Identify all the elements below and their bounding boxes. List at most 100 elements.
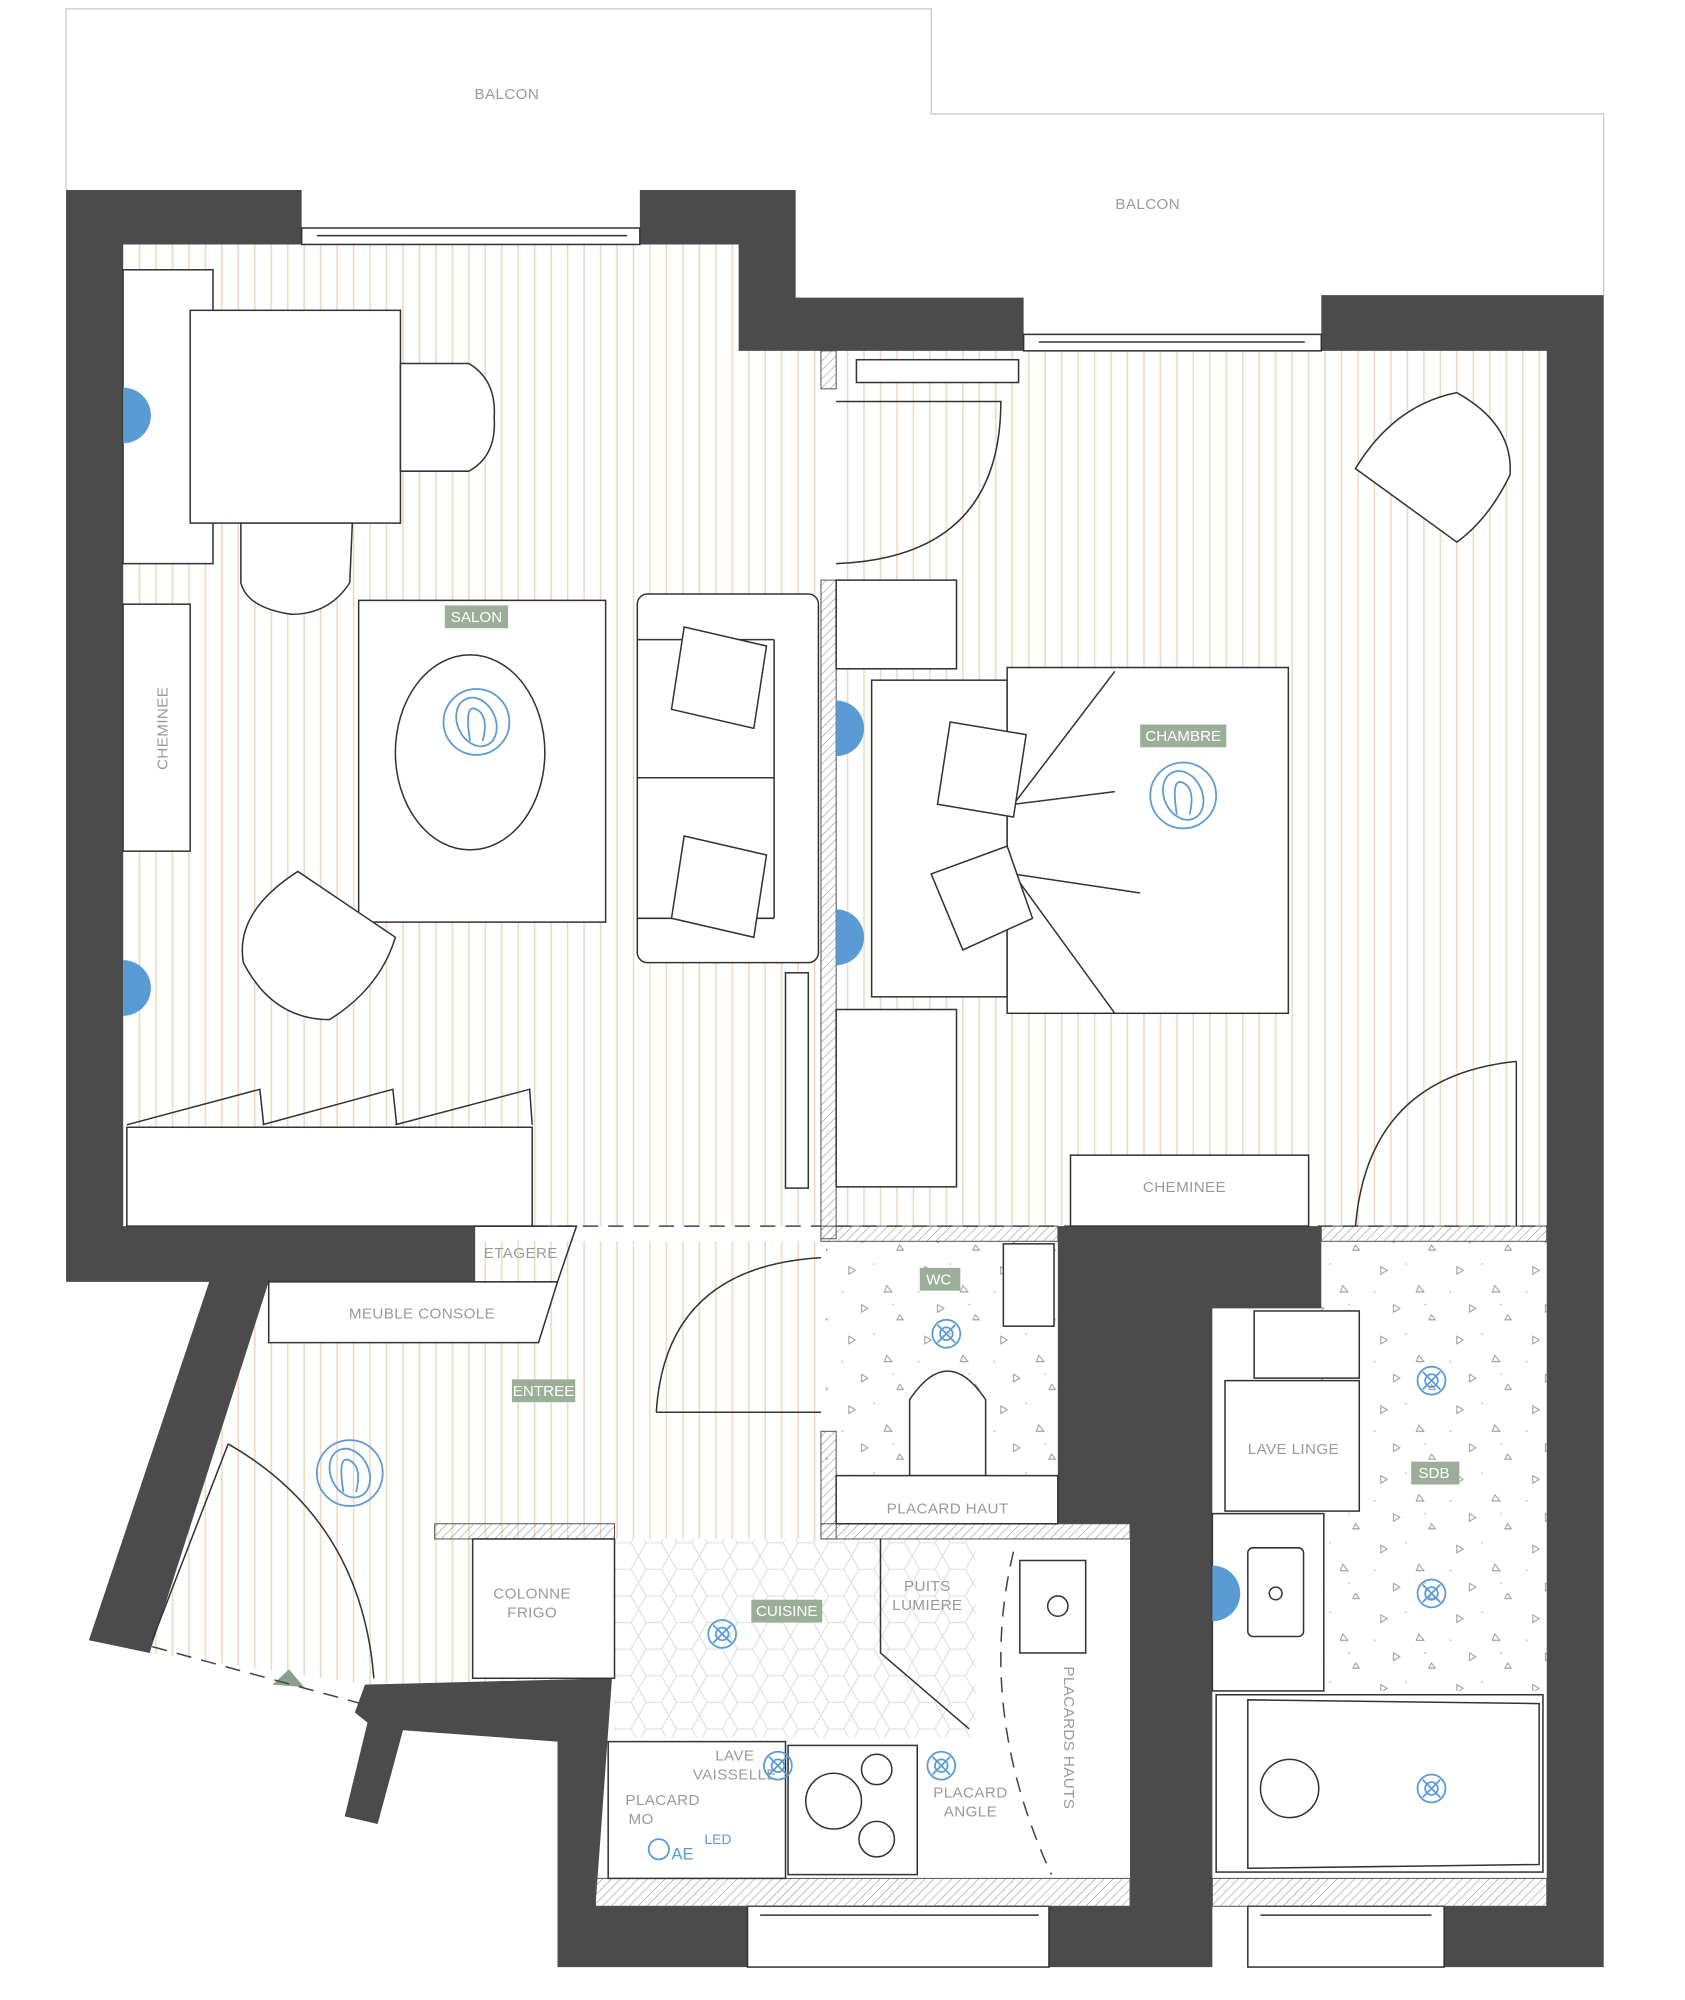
cushion bbox=[670, 626, 768, 730]
coffee-table bbox=[394, 654, 546, 851]
entree-wood-floor bbox=[149, 1241, 824, 1685]
placard-angle-label-2: ANGLE bbox=[944, 1803, 997, 1820]
cheminee-salon-label: CHEMINEE bbox=[154, 687, 171, 770]
room-tag-chambre: CHAMBRE bbox=[1140, 724, 1227, 748]
placard-mo-label-1: PLACARD bbox=[625, 1792, 699, 1809]
entry-arrow bbox=[272, 1669, 305, 1688]
pendant-light-icon bbox=[1149, 761, 1218, 830]
door-swing bbox=[655, 1256, 822, 1414]
wall-light-icon bbox=[1212, 1565, 1241, 1622]
wall-light-icon bbox=[836, 700, 865, 757]
wall-light-icon bbox=[123, 387, 151, 444]
wall-light-icon bbox=[836, 909, 865, 966]
nightstand bbox=[835, 1008, 958, 1188]
meuble-console-label: MEUBLE CONSOLE bbox=[349, 1306, 495, 1323]
lave-linge bbox=[1224, 1379, 1361, 1512]
kitchen-sink bbox=[1019, 1559, 1087, 1654]
bath-drain bbox=[1259, 1758, 1320, 1819]
cabinet bbox=[1253, 1310, 1361, 1379]
room-tag-salon: SALON bbox=[444, 605, 509, 629]
svg-text:SALON: SALON bbox=[451, 609, 503, 626]
spotlight-icon bbox=[707, 1619, 737, 1649]
nightstand bbox=[835, 579, 958, 670]
dining-table bbox=[189, 309, 402, 524]
spotlight-icon bbox=[763, 1750, 793, 1781]
ae-label: AE bbox=[672, 1845, 694, 1863]
room-tag-cuisine: CUISINE bbox=[751, 1599, 823, 1623]
cooktop bbox=[787, 1744, 918, 1876]
spotlight-icon bbox=[1416, 1578, 1447, 1609]
wall-light-icon bbox=[123, 960, 151, 1016]
led-label: LED bbox=[704, 1831, 731, 1847]
salon-furniture: CHEMINEE ETAGERE MEUBLE CONSOLE bbox=[122, 269, 1020, 1344]
wall-kitchen bbox=[344, 1678, 748, 1968]
spotlight-icon bbox=[1416, 1365, 1447, 1396]
placard-mo-label-2: MO bbox=[628, 1811, 653, 1828]
placard-angle-label-1: PLACARD bbox=[933, 1784, 1007, 1801]
spotlight-icon bbox=[1416, 1773, 1447, 1804]
balcon-left-label: BALCON bbox=[474, 86, 539, 103]
svg-text:CUISINE: CUISINE bbox=[756, 1603, 818, 1620]
colonne-label: COLONNE bbox=[493, 1585, 571, 1602]
pendant-light-icon bbox=[315, 1439, 384, 1507]
lighting bbox=[123, 387, 1447, 1804]
door-swing bbox=[836, 400, 1002, 565]
svg-text:CHAMBRE: CHAMBRE bbox=[1145, 728, 1221, 745]
spotlight-icon bbox=[926, 1750, 957, 1781]
svg-text:SDB: SDB bbox=[1418, 1465, 1449, 1482]
placards-hauts-label: PLACARDS HAUTS bbox=[1060, 1666, 1077, 1809]
kitchen-fixtures: COLONNE FRIGO PUITS LUMIERE LAVE VAISSEL… bbox=[471, 1538, 1087, 1880]
lave-linge-label: LAVE LINGE bbox=[1248, 1441, 1339, 1458]
wall-salon bbox=[66, 189, 476, 1653]
bed bbox=[1006, 666, 1290, 1015]
lave-label: LAVE bbox=[715, 1748, 754, 1765]
balcony-outline bbox=[65, 8, 1605, 296]
meuble-console bbox=[267, 1281, 559, 1344]
wall-right bbox=[1321, 295, 1604, 1968]
cheminee-chambre bbox=[1069, 1154, 1310, 1227]
armchair bbox=[241, 870, 397, 1021]
pillow bbox=[930, 845, 1034, 951]
wc-toilet bbox=[908, 1370, 987, 1477]
room-tag-entree: ENTREE bbox=[511, 1379, 576, 1403]
lumiere-label: LUMIERE bbox=[892, 1597, 962, 1614]
balcon-right-label: BALCON bbox=[1115, 196, 1180, 213]
room-tag-wc: WC bbox=[919, 1267, 961, 1291]
door-swing bbox=[1354, 1060, 1518, 1227]
dining-chair bbox=[240, 522, 354, 616]
wc-sink bbox=[1002, 1243, 1055, 1327]
armchair bbox=[1354, 391, 1511, 544]
cheminee-chambre-label: CHEMINEE bbox=[1143, 1179, 1226, 1196]
puits-label: PUITS bbox=[904, 1578, 951, 1595]
sdb-fixtures: LAVE LINGE bbox=[1211, 1310, 1544, 1873]
puits-lumiere bbox=[879, 1538, 970, 1730]
desk bbox=[126, 1126, 533, 1227]
washbasin bbox=[1247, 1547, 1305, 1638]
kitchen-hex-tiles bbox=[614, 1538, 976, 1738]
cushion bbox=[670, 835, 768, 939]
cheminee-salon bbox=[122, 603, 191, 852]
radiator bbox=[784, 972, 810, 1189]
pendant-light-icon bbox=[442, 688, 511, 756]
partitions bbox=[434, 350, 1548, 1907]
dining-chair bbox=[399, 362, 496, 472]
door-swing bbox=[1000, 1551, 1053, 1875]
etagere-label: ETAGERE bbox=[484, 1245, 558, 1262]
frigo-label: FRIGO bbox=[507, 1604, 557, 1621]
wall-top-middle bbox=[639, 189, 1024, 351]
entree-wc-fixtures: PLACARD HAUT bbox=[151, 1243, 1059, 1705]
vaisselle-label: VAISSELLE bbox=[693, 1767, 777, 1784]
wall-center bbox=[1048, 1226, 1322, 1968]
svg-text:WC: WC bbox=[926, 1271, 951, 1288]
radiator bbox=[855, 358, 1020, 384]
walls bbox=[66, 189, 1604, 1968]
ae-socket-icon bbox=[647, 1838, 670, 1861]
svg-text:ENTREE: ENTREE bbox=[513, 1383, 575, 1400]
entry-door-swing bbox=[151, 1443, 375, 1679]
placard-haut bbox=[835, 1474, 1059, 1525]
room-tag-sdb: SDB bbox=[1411, 1461, 1460, 1485]
colonne-frigo bbox=[471, 1538, 616, 1680]
pillow bbox=[936, 721, 1028, 818]
spotlight-icon bbox=[931, 1318, 962, 1349]
